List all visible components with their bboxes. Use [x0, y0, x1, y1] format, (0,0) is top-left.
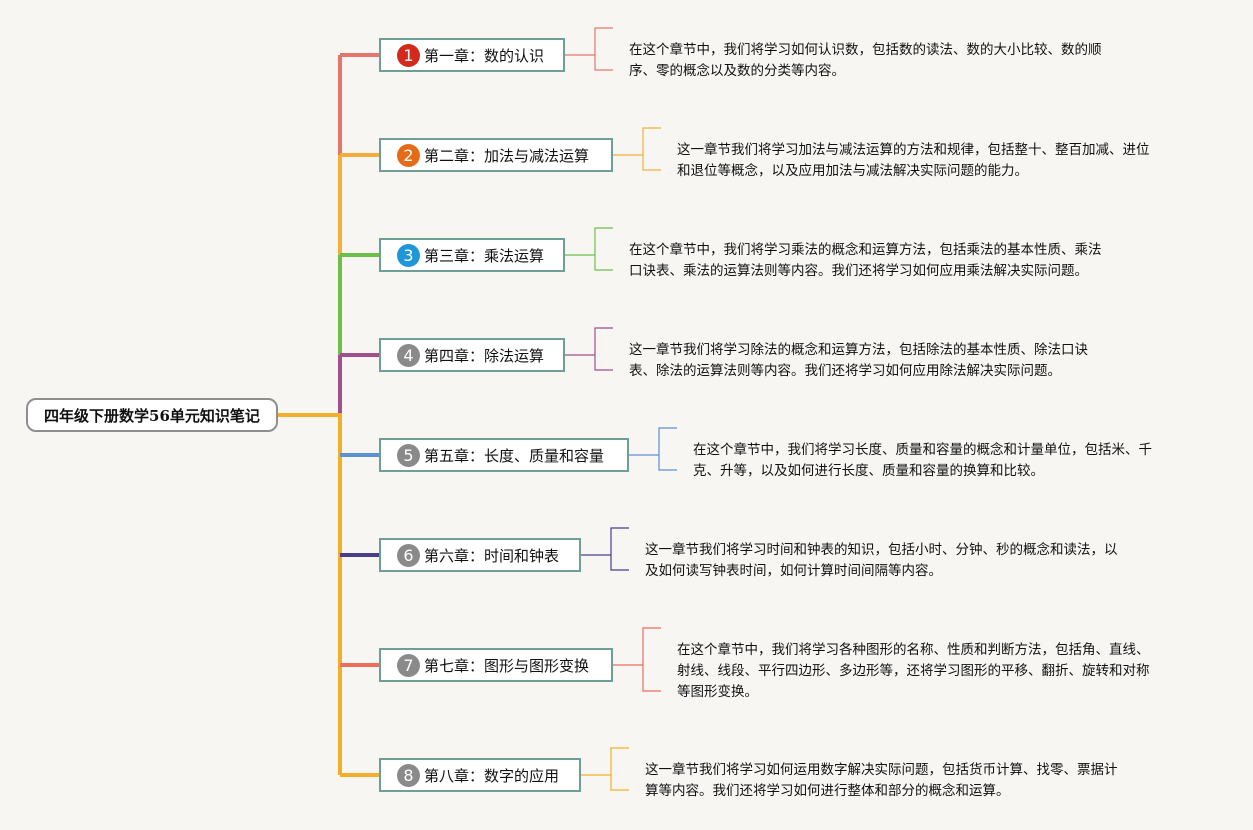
description-line: 表、除法的运算法则等内容。我们还将学习如何应用除法解决实际问题。	[629, 363, 1061, 379]
desc-bracket-3	[594, 227, 613, 271]
chapter-title: 第二章：加法与减法运算	[424, 146, 590, 165]
chapter-title: 第一章：数的认识	[424, 46, 545, 65]
description-line: 口诀表、乘法的运算法则等内容。我们还将学习如何应用乘法解决实际问题。	[629, 263, 1088, 279]
chapter-number-badge: 7	[397, 653, 420, 677]
description-line: 序、零的概念以及数的分类等内容。	[629, 63, 845, 79]
desc-bracket-1	[594, 27, 613, 71]
description-line: 这一章节我们将学习如何运用数字解决实际问题，包括货币计算、找零、票据计	[645, 762, 1118, 778]
chapter-description-2: 这一章节我们将学习加法与减法运算的方法和规律，包括整十、整百加减、进位和退位等概…	[677, 140, 1150, 182]
chapter-title: 第六章：时间和钟表	[424, 546, 560, 565]
description-line: 等图形变换。	[677, 684, 758, 700]
description-line: 克、升等，以及如何进行长度、质量和容量的换算和比较。	[693, 463, 1044, 479]
description-line: 在这个章节中，我们将学习乘法的概念和运算方法，包括乘法的基本性质、乘法	[629, 242, 1102, 258]
chapter-title: 第四章：除法运算	[424, 346, 545, 365]
description-line: 算等内容。我们还将学习如何进行整体和部分的概念和运算。	[645, 783, 1010, 799]
chapter-number-badge: 6	[397, 543, 420, 567]
chapter-description-7: 在这个章节中，我们将学习各种图形的名称、性质和判断方法，包括角、直线、射线、线段…	[677, 640, 1150, 703]
chapter-description-1: 在这个章节中，我们将学习如何认识数，包括数的读法、数的大小比较、数的顺序、零的概…	[629, 40, 1102, 82]
chapter-number-badge: 5	[397, 443, 420, 467]
chapter-description-8: 这一章节我们将学习如何运用数字解决实际问题，包括货币计算、找零、票据计算等内容。…	[645, 760, 1118, 802]
description-line: 及如何读写钟表时间，如何计算时间间隔等内容。	[645, 563, 942, 579]
chapter-number-badge: 1	[397, 43, 420, 67]
description-line: 在这个章节中，我们将学习如何认识数，包括数的读法、数的大小比较、数的顺	[629, 42, 1102, 58]
description-line: 射线、线段、平行四边形、多边形等，还将学习图形的平移、翻折、旋转和对称	[677, 663, 1150, 679]
description-line: 在这个章节中，我们将学习长度、质量和容量的概念和计量单位，包括米、千	[693, 442, 1152, 458]
chapter-number-badge: 3	[397, 243, 420, 267]
description-line: 这一章节我们将学习除法的概念和运算方法，包括除法的基本性质、除法口诀	[629, 342, 1088, 358]
chapter-description-4: 这一章节我们将学习除法的概念和运算方法，包括除法的基本性质、除法口诀表、除法的运…	[629, 340, 1088, 382]
desc-bracket-7	[642, 627, 661, 692]
desc-bracket-2	[642, 127, 661, 171]
chapter-number-badge: 8	[397, 763, 420, 787]
chapter-title: 第五章：长度、质量和容量	[424, 446, 605, 465]
chapter-description-5: 在这个章节中，我们将学习长度、质量和容量的概念和计量单位，包括米、千克、升等，以…	[693, 440, 1152, 482]
root-topic-label: 四年级下册数学56单元知识笔记	[44, 406, 260, 425]
desc-bracket-5	[658, 427, 677, 471]
chapter-number-badge: 2	[397, 143, 420, 167]
desc-bracket-6	[610, 527, 629, 571]
description-line: 这一章节我们将学习加法与减法运算的方法和规律，包括整十、整百加减、进位	[677, 142, 1150, 158]
chapter-number-badge: 4	[397, 343, 420, 367]
chapter-description-6: 这一章节我们将学习时间和钟表的知识，包括小时、分钟、秒的概念和读法，以及如何读写…	[645, 540, 1118, 582]
description-line: 和退位等概念，以及应用加法与减法解决实际问题的能力。	[677, 163, 1028, 179]
chapter-title: 第三章：乘法运算	[424, 246, 545, 265]
desc-bracket-8	[610, 747, 629, 791]
desc-bracket-4	[594, 327, 613, 371]
description-line: 在这个章节中，我们将学习各种图形的名称、性质和判断方法，包括角、直线、	[677, 642, 1150, 658]
description-line: 这一章节我们将学习时间和钟表的知识，包括小时、分钟、秒的概念和读法，以	[645, 542, 1118, 558]
chapter-description-3: 在这个章节中，我们将学习乘法的概念和运算方法，包括乘法的基本性质、乘法口诀表、乘…	[629, 240, 1102, 282]
chapter-title: 第七章：图形与图形变换	[424, 656, 590, 675]
root-topic[interactable]: 四年级下册数学56单元知识笔记	[26, 398, 278, 432]
chapter-title: 第八章：数字的应用	[424, 766, 560, 785]
